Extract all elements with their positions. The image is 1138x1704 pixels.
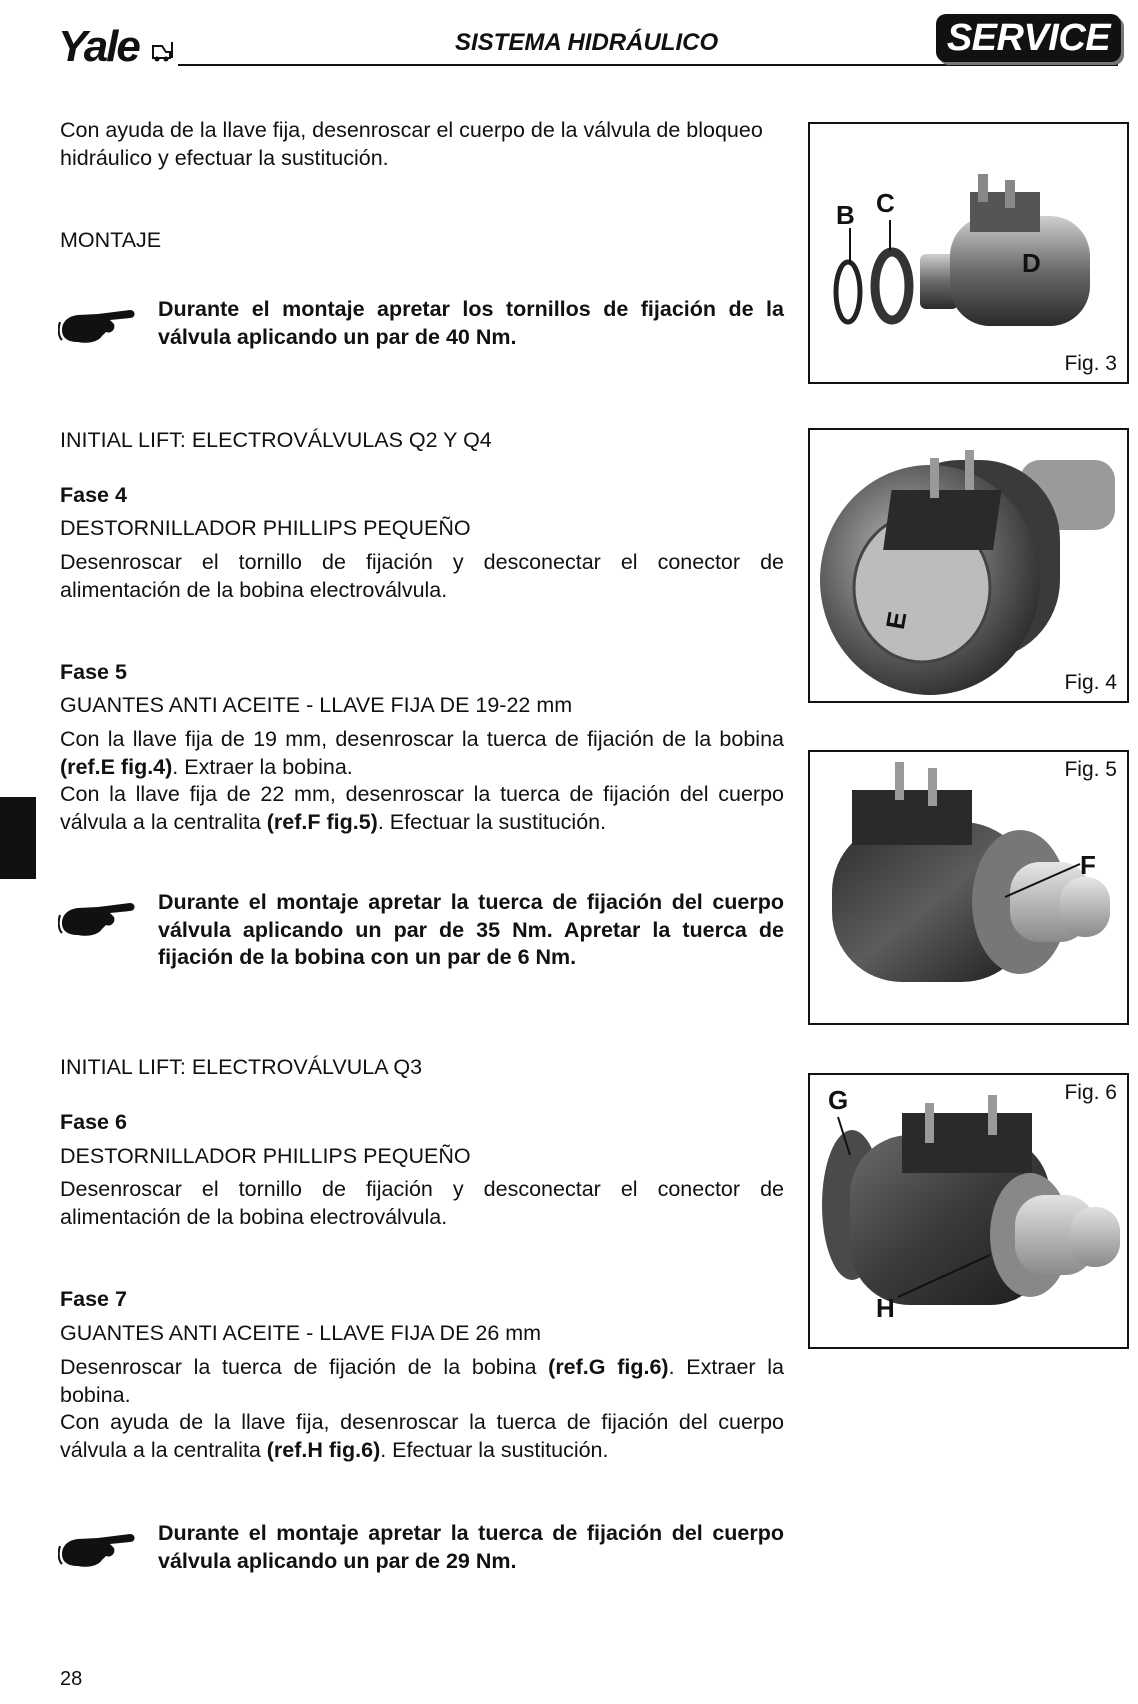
- callout-f: F: [1080, 850, 1096, 880]
- note-montaje-29nm: Durante el montaje apretar la tuerca de …: [158, 1521, 784, 1573]
- valve-exploded-illustration: [833, 174, 1090, 326]
- callout-d: D: [1022, 248, 1041, 278]
- fase7-text-1: Desenroscar la tuerca de fijación de la …: [60, 1354, 784, 1409]
- fase6-text: Desenroscar el tornillo de fijación y de…: [60, 1177, 784, 1229]
- callout-c: C: [876, 188, 895, 218]
- header-rule: [178, 64, 1118, 66]
- fase7-text-2a: Con ayuda de la llave fija, desenroscar …: [60, 1410, 784, 1462]
- note-montaje-35nm: Durante el montaje apretar la tuerca de …: [158, 890, 784, 969]
- figure-6: G H Fig. 6: [808, 1073, 1129, 1349]
- fase6-tool: DESTORNILLADOR PHILLIPS PEQUEÑO: [60, 1144, 471, 1168]
- pointing-hand-icon: [58, 1534, 135, 1567]
- fase5-ref-f: (ref.F fig.5): [266, 809, 378, 834]
- fase4-title: Fase 4: [60, 483, 127, 507]
- fase7-text-1a: Desenroscar la tuerca de fijación de la …: [60, 1355, 549, 1379]
- fase4-tool: DESTORNILLADOR PHILLIPS PEQUEÑO: [60, 516, 471, 540]
- page-number: 28: [60, 1668, 83, 1690]
- pointing-hand-icon: [58, 310, 135, 343]
- fase5-text-2a: Con la llave fija de 22 mm, desenroscar …: [60, 782, 784, 834]
- fase7-tool: GUANTES ANTI ACEITE - LLAVE FIJA DE 26 m…: [60, 1321, 542, 1345]
- fase7-text-1b: . Extraer la bobina.: [60, 1355, 785, 1407]
- note-montaje-40nm: Durante el montaje apretar los tornillos…: [158, 297, 784, 349]
- fase5-ref-e: (ref.E fig.4): [60, 754, 173, 779]
- fase7-text-2: Con ayuda de la llave fija, desenroscar …: [60, 1409, 784, 1464]
- service-badge: SERVICE: [936, 14, 1121, 62]
- pointing-hand-icon: [58, 903, 135, 936]
- fase5-text-1: Con la llave fija de 19 mm, desenroscar …: [60, 726, 784, 781]
- callout-g: G: [828, 1085, 849, 1115]
- section-heading-q3: INITIAL LIFT: ELECTROVÁLVULA Q3: [60, 1055, 423, 1079]
- section-heading-q2-q4: INITIAL LIFT: ELECTROVÁLVULAS Q2 Y Q4: [60, 428, 492, 452]
- fase5-text-1b: . Extraer la bobina.: [172, 754, 353, 779]
- figure-5-label: Fig. 5: [1064, 758, 1117, 781]
- fase7-ref-h: (ref.H fig.6): [266, 1437, 381, 1462]
- chapter-tab: [0, 797, 36, 879]
- figure-6-label: Fig. 6: [1064, 1081, 1117, 1104]
- section-title: SISTEMA HIDRÁULICO: [455, 29, 719, 56]
- figure-3-label: Fig. 3: [1064, 352, 1117, 375]
- fase5-tool: GUANTES ANTI ACEITE - LLAVE FIJA DE 19-2…: [60, 693, 573, 717]
- valve-body-illustration: [832, 762, 1110, 982]
- valve-q3-illustration: [822, 1095, 1120, 1305]
- callout-b: B: [836, 200, 855, 230]
- fase5-text-2b: . Efectuar la sustitución.: [377, 809, 607, 834]
- figure-5: F Fig. 5: [808, 750, 1129, 1025]
- fase5-title: Fase 5: [60, 660, 127, 684]
- fase7-text-2b: . Efectuar la sustitución.: [380, 1437, 609, 1462]
- figure-4: E Fig. 4: [808, 428, 1129, 703]
- fase6-title: Fase 6: [60, 1110, 127, 1134]
- forklift-icon: [152, 42, 173, 62]
- fase5-text-2: Con la llave fija de 22 mm, desenroscar …: [60, 781, 784, 836]
- intro-paragraph: Con ayuda de la llave fija, desenroscar …: [60, 118, 763, 170]
- solenoid-coil-illustration: [820, 450, 1115, 695]
- fase5-text-1a: Con la llave fija de 19 mm, desenroscar …: [60, 727, 784, 751]
- callout-h: H: [876, 1293, 895, 1323]
- figure-3: B C D Fig. 3: [808, 122, 1129, 384]
- montaje-heading: MONTAJE: [60, 228, 162, 252]
- fase7-title: Fase 7: [60, 1287, 127, 1311]
- fase4-text: Desenroscar el tornillo de fijación y de…: [60, 550, 784, 602]
- figure-4-label: Fig. 4: [1064, 671, 1117, 694]
- yale-logo: Yale: [58, 22, 141, 71]
- fase7-ref-g: (ref.G fig.6): [548, 1355, 669, 1379]
